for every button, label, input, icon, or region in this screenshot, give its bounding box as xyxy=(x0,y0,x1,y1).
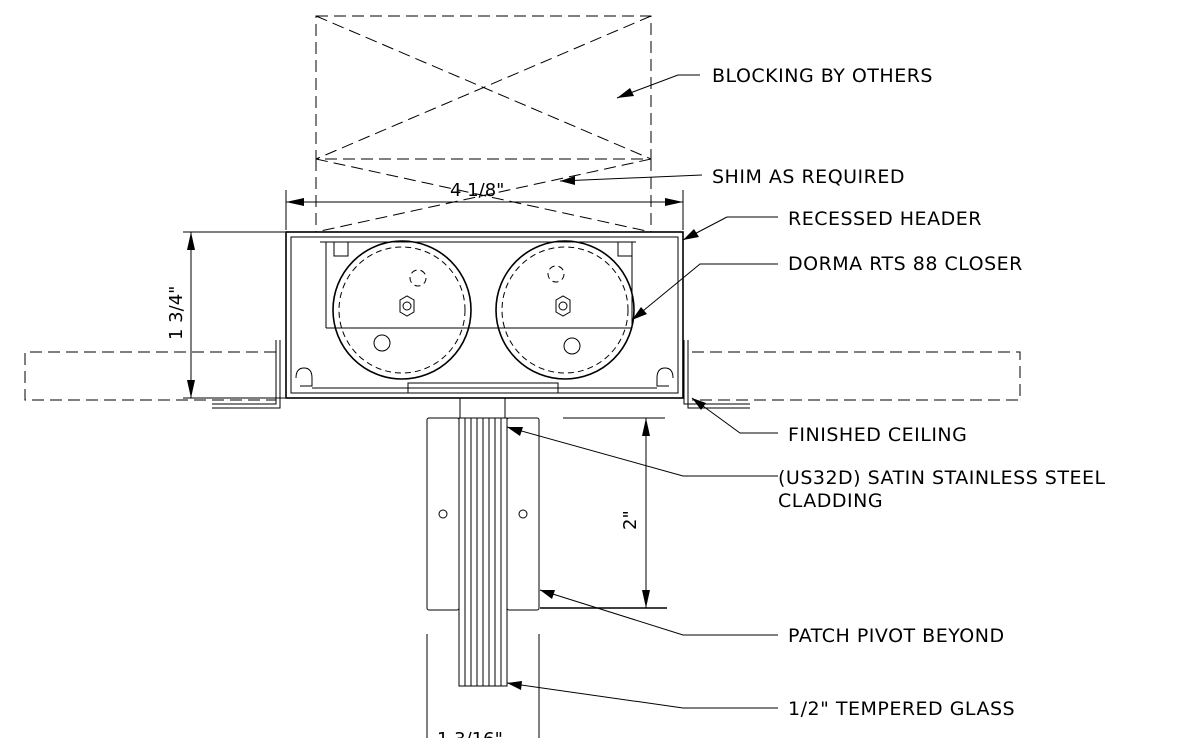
closer-spindle xyxy=(459,398,506,418)
dimension-header-width: 4 1/8" xyxy=(285,180,684,230)
blocking-box xyxy=(315,15,652,160)
dimension-header-height-text: 1 3/4" xyxy=(166,286,187,340)
patch-fitting-left xyxy=(426,417,460,611)
closer-left xyxy=(332,240,472,380)
closer-right xyxy=(495,240,635,380)
label-finished-ceiling: FINISHED CEILING xyxy=(788,424,967,446)
label-cladding-line2: CLADDING xyxy=(778,490,883,512)
label-patch-pivot: PATCH PIVOT BEYOND xyxy=(788,625,1005,647)
label-tempered-glass: 1/2" TEMPERED GLASS xyxy=(788,698,1015,720)
label-cladding-line1: (US32D) SATIN STAINLESS STEEL xyxy=(778,467,1106,489)
leader-lines xyxy=(506,74,778,709)
finished-ceiling xyxy=(24,340,1021,409)
label-closer: DORMA RTS 88 CLOSER xyxy=(788,253,1023,275)
dimension-glass-width: 1 3/16" xyxy=(437,729,503,738)
dimension-header-width-text: 4 1/8" xyxy=(450,180,504,201)
dimension-glass-width-text: 1 3/16" xyxy=(437,729,503,738)
label-recessed-header: RECESSED HEADER xyxy=(788,208,982,230)
label-shim: SHIM AS REQUIRED xyxy=(712,166,905,188)
dimension-pivot-text: 2" xyxy=(620,510,641,530)
shim-outline xyxy=(315,158,652,233)
tempered-glass xyxy=(426,417,540,738)
dimension-header-height: 1 3/4" xyxy=(166,231,285,399)
patch-fitting-right xyxy=(506,417,540,611)
recessed-header xyxy=(285,231,684,399)
dimension-pivot: 2" xyxy=(540,417,667,609)
label-blocking: BLOCKING BY OTHERS xyxy=(712,65,933,87)
